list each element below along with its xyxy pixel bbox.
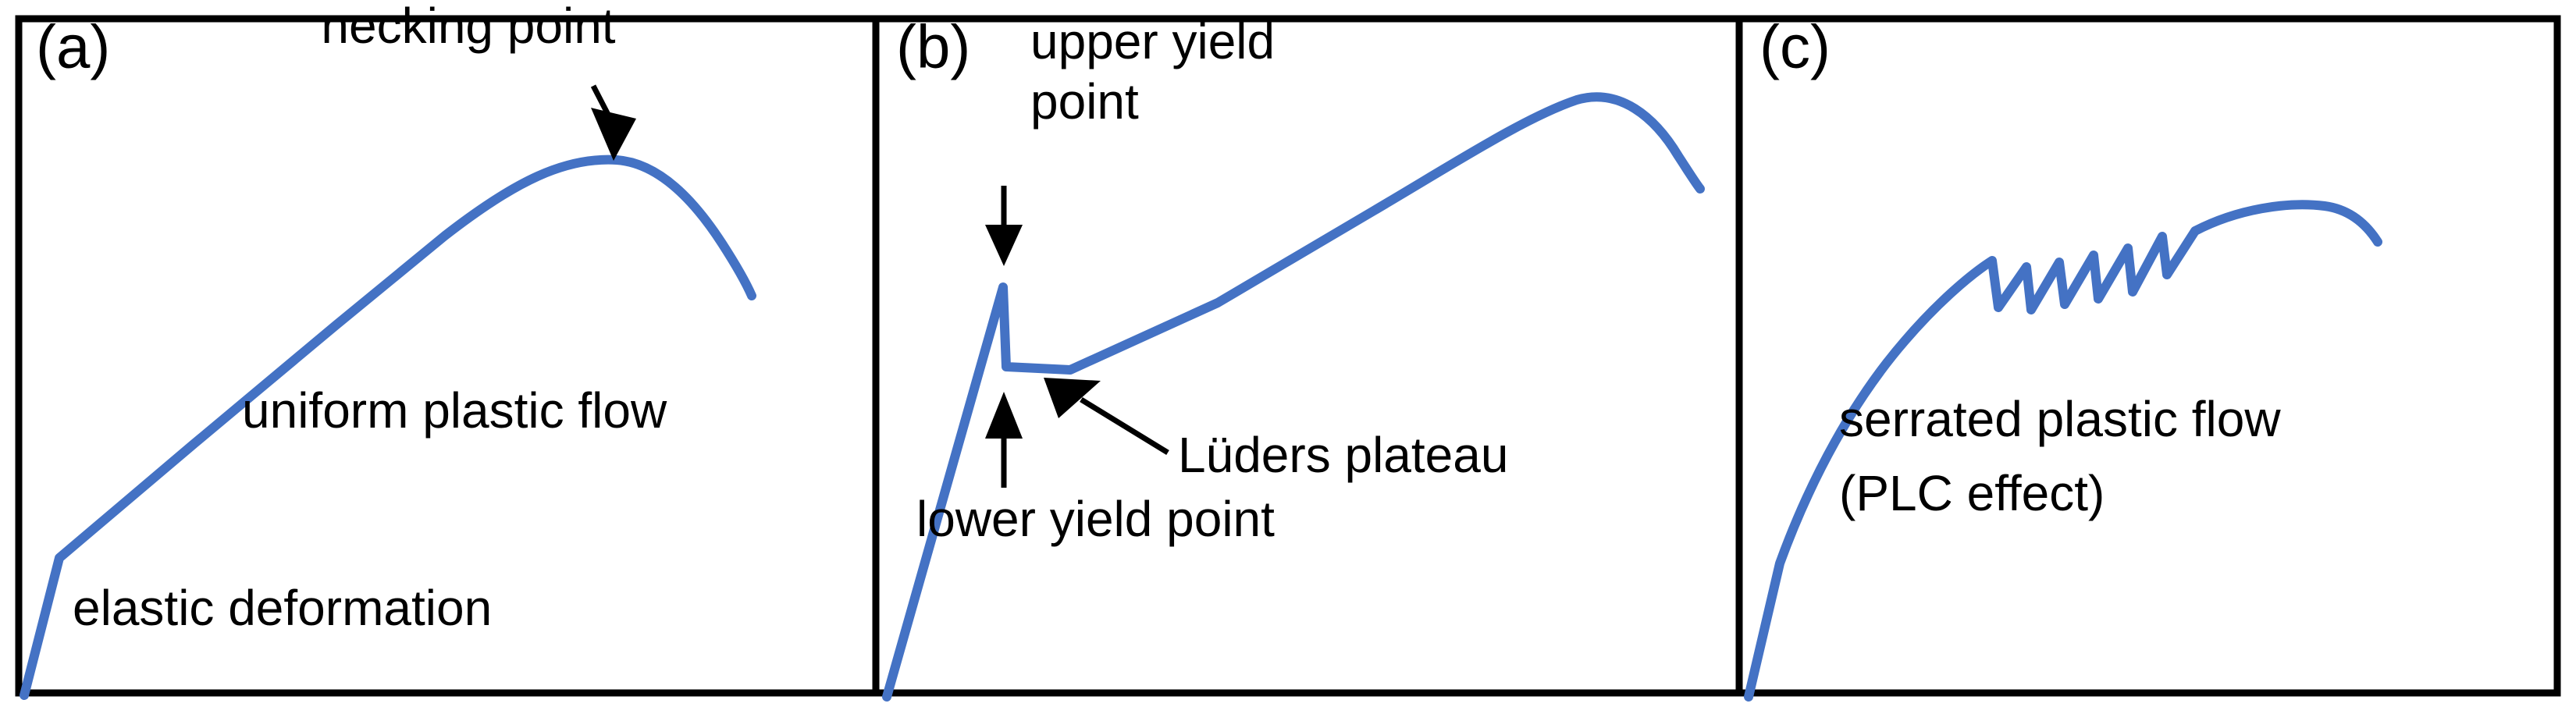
necking-point-arrow-head	[591, 108, 636, 161]
upper-yield-point-arrow-head	[985, 225, 1023, 266]
curve-a-uniform-plastic-flow	[20, 155, 756, 700]
panel-c: (c) serrated plastic flow (PLC effect)	[1744, 12, 2382, 702]
curve-c-serrated-plastic-flow	[1744, 200, 2382, 702]
uniform-plastic-flow-label: uniform plastic flow	[242, 382, 667, 439]
luders-plateau-label: Lüders plateau	[1178, 427, 1508, 483]
panel-a: (a) necking point uniform plastic flow e…	[20, 0, 756, 700]
panel-a-letter: (a)	[36, 12, 110, 81]
upper-yield-point-label-line1: upper yield	[1030, 13, 1275, 69]
luders-plateau-leader-line	[1080, 397, 1169, 455]
serrated-plastic-flow-label-line2: (PLC effect)	[1839, 465, 2105, 521]
luders-plateau-arrow-head	[1044, 378, 1101, 418]
panel-c-letter: (c)	[1759, 12, 1831, 81]
serrated-plastic-flow-label-line1: serrated plastic flow	[1839, 391, 2281, 447]
upper-yield-point-label-line2: point	[1030, 73, 1139, 130]
panel-b: (b) upper yield point lower yield point …	[882, 12, 1705, 702]
lower-yield-point-label: lower yield point	[916, 491, 1275, 547]
figure-outer-border	[15, 15, 2561, 697]
necking-point-label: necking point	[321, 0, 615, 54]
curve-b-yield-point-phenomenon	[882, 92, 1705, 702]
panel-b-letter: (b)	[896, 12, 970, 81]
lower-yield-point-arrow-head	[985, 392, 1023, 439]
elastic-deformation-label: elastic deformation	[73, 580, 492, 636]
